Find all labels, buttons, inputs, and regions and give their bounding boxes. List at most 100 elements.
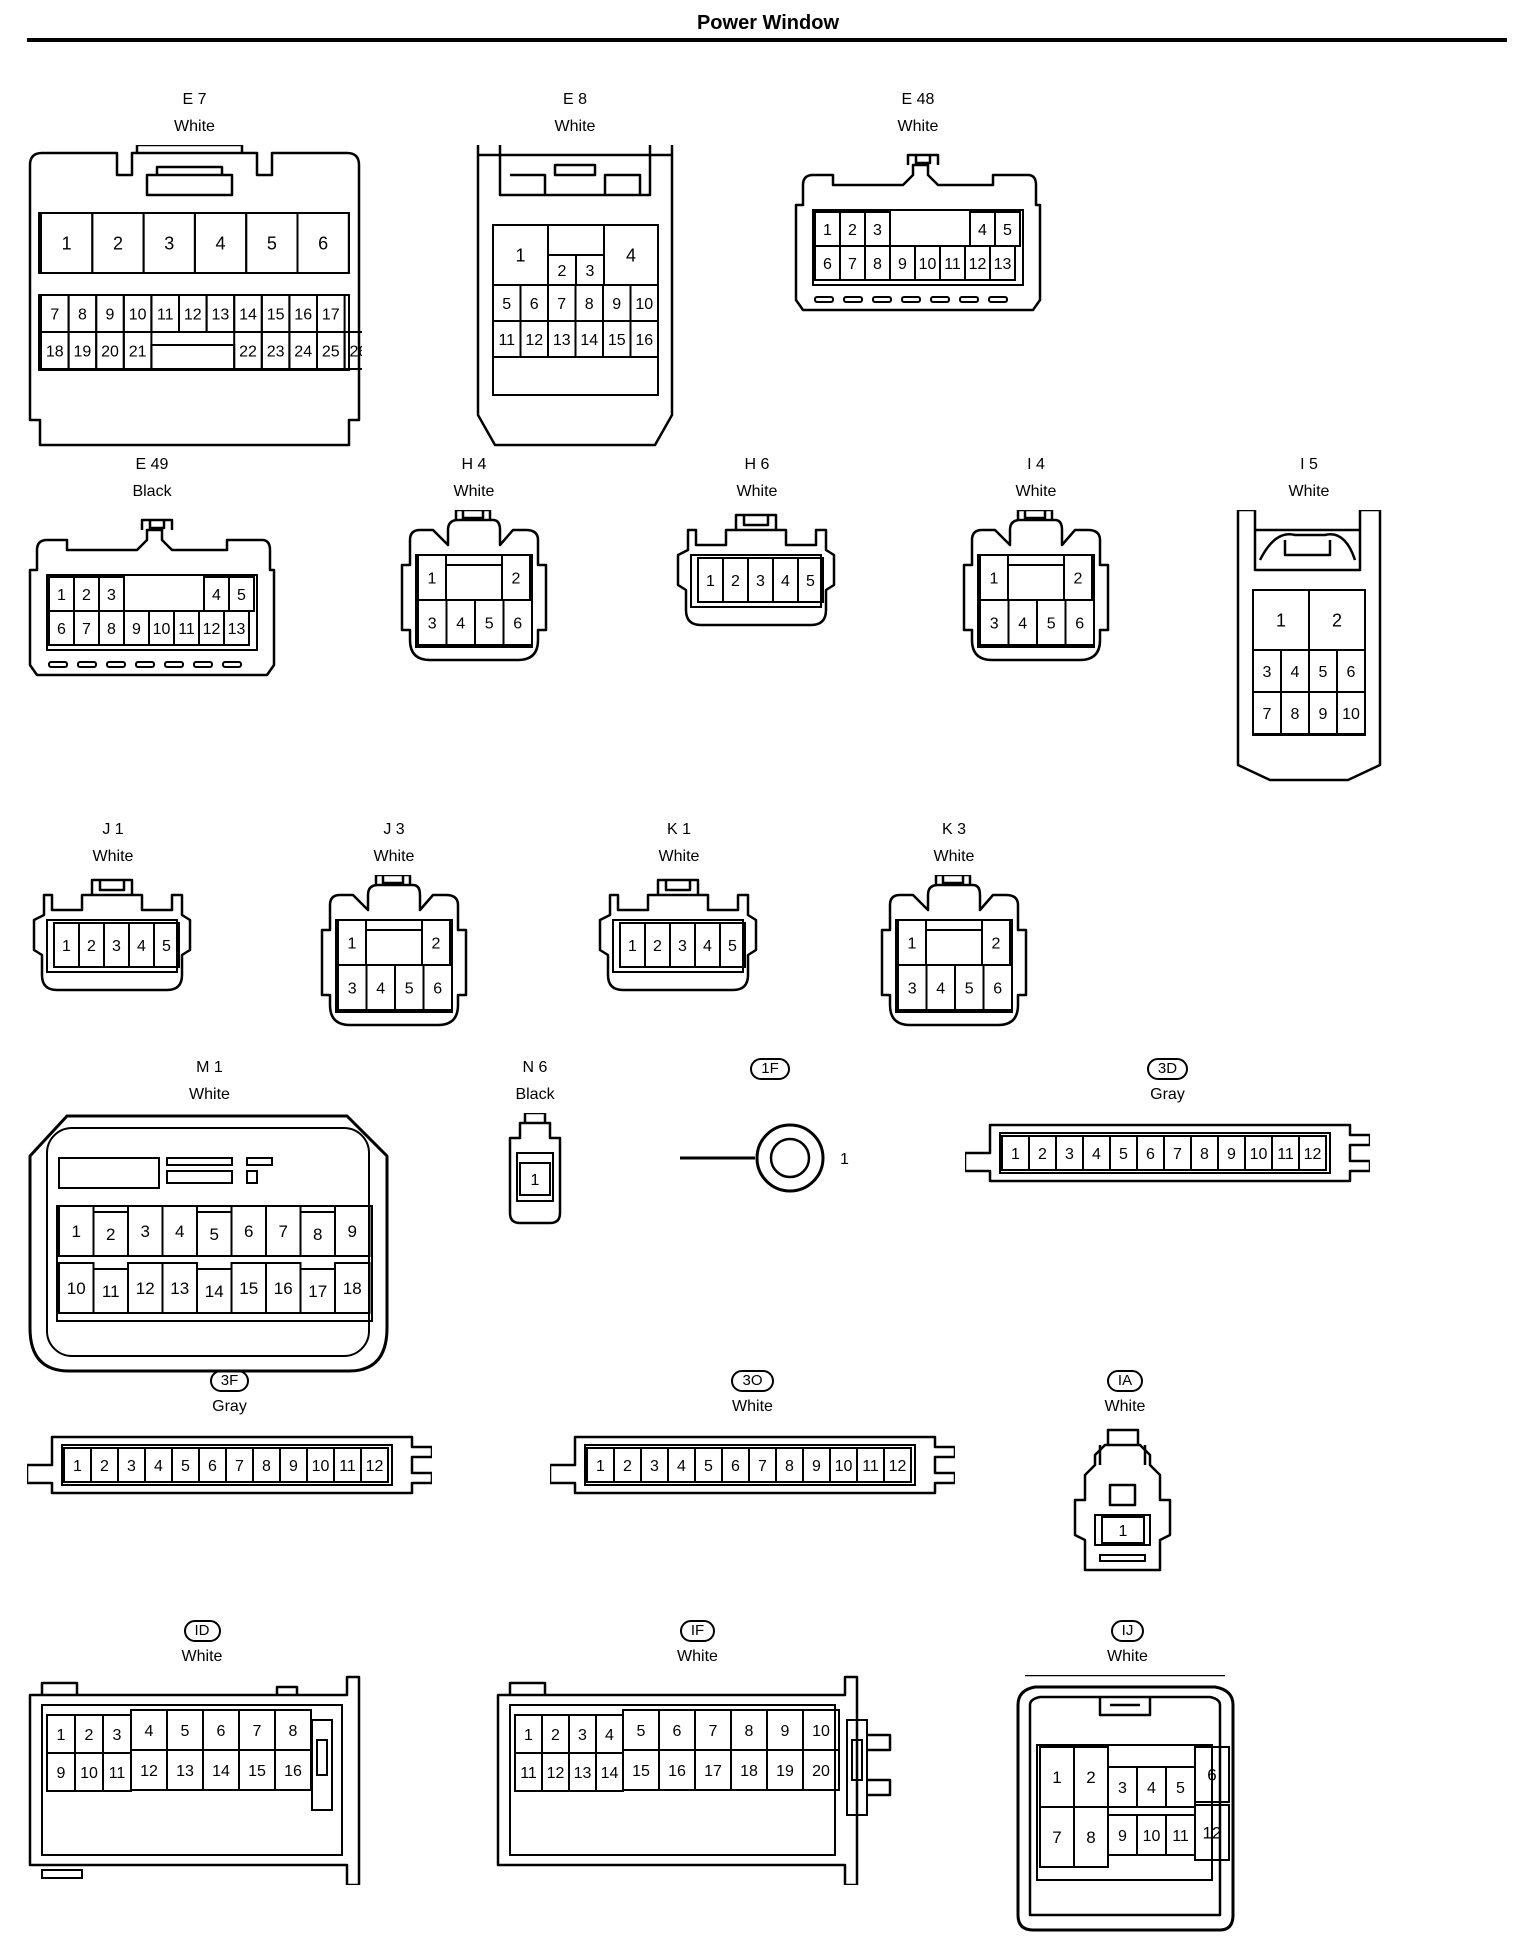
pin-number: 4: [1018, 615, 1027, 632]
pin-number: 4: [978, 222, 987, 239]
pin-cell: 5: [394, 964, 425, 1011]
pin-number: 3: [873, 222, 882, 239]
pin-number: 16: [274, 1279, 293, 1298]
pin-number: 10: [67, 1279, 86, 1298]
connector-code: K 3: [878, 820, 1030, 840]
pin-number: 4: [145, 1723, 154, 1740]
pin-cell: 3: [98, 576, 125, 612]
pin-number: 5: [1047, 615, 1056, 632]
pin-cell: 6: [230, 1205, 267, 1257]
pin-number: 6: [1146, 1146, 1155, 1163]
pin-cell: 7: [1039, 1806, 1075, 1868]
pin-number: 6: [1075, 615, 1084, 632]
pin-cell: 18: [730, 1749, 768, 1791]
pin-number: 6: [731, 1458, 740, 1475]
pin-cell: 5: [245, 212, 299, 274]
pin-number: 17: [308, 1282, 327, 1301]
pin-number: 2: [1332, 610, 1342, 630]
pin-cell: 5: [1308, 649, 1338, 693]
connector-code-text: K 1: [666, 821, 691, 838]
pin-number: 7: [709, 1723, 718, 1740]
pin-cell: 5: [474, 599, 505, 646]
pin-cell: 11: [333, 1447, 362, 1483]
pin-number: 6: [217, 1723, 226, 1740]
pin-cell: 13: [223, 610, 250, 646]
connector-color: White: [174, 118, 215, 135]
pin-number: 2: [432, 935, 441, 952]
pin-number: 7: [50, 306, 59, 323]
pin-number: 9: [57, 1765, 66, 1782]
pin-cell: 12: [519, 320, 549, 358]
connector-code: 1F: [680, 1058, 860, 1080]
pin-cell: 8: [67, 294, 98, 333]
pin-cell: 9: [1217, 1135, 1246, 1171]
pin-number: 1: [1052, 1768, 1061, 1787]
pin-cell: 9: [1107, 1814, 1138, 1856]
pin-number: 6: [318, 233, 328, 253]
pin-number: 11: [1277, 1146, 1294, 1163]
pin-cell: 13: [161, 1262, 198, 1314]
pin-number: 13: [574, 1765, 592, 1782]
pin-number: 2: [1074, 570, 1083, 587]
connector-code-badge: 3D: [1146, 1058, 1189, 1080]
connector-code-text: N 6: [522, 1059, 548, 1076]
pin-number: 12: [889, 1458, 907, 1475]
pin-number: 13: [176, 1763, 194, 1780]
pin-number: 7: [758, 1458, 767, 1475]
connector-color: White: [677, 1648, 718, 1665]
pin-number: 7: [82, 621, 91, 638]
pin-number: 7: [279, 1222, 288, 1241]
connector-code: E 8: [475, 90, 675, 110]
pin-number: 1: [823, 222, 832, 239]
pin-cell: 17: [316, 294, 346, 333]
pin-cell: 6: [202, 1709, 240, 1751]
pin-cell: 12: [198, 610, 225, 646]
pin-cell: 6: [1336, 649, 1366, 693]
pin-number: 6: [530, 296, 539, 313]
pin-cell: 2: [644, 922, 671, 968]
pin-number: 4: [677, 1458, 686, 1475]
pin-cell: 3: [897, 964, 928, 1011]
pin-cell: 22: [233, 331, 263, 370]
pin-cell: 7: [839, 245, 866, 281]
pin-cell: 12: [178, 294, 208, 333]
pin-cell: 5: [954, 964, 985, 1011]
pin-number: 12: [1304, 1146, 1322, 1163]
pin-number: 6: [513, 615, 522, 632]
pin-number: 17: [322, 306, 340, 323]
pin-number: 1: [706, 573, 715, 590]
pin-cell: 5: [228, 576, 255, 612]
pin-cell: 10: [802, 1709, 840, 1751]
pin-cell: 3: [575, 254, 605, 286]
connector-color: White: [92, 848, 134, 865]
pin-number: 2: [848, 222, 857, 239]
pin-number: 5: [237, 587, 246, 604]
pin-number: 15: [239, 1279, 258, 1298]
pin-cell: 1: [814, 211, 841, 247]
pin-cell: 7: [547, 284, 577, 322]
connector-drawing: 1: [680, 1123, 849, 1193]
pin-number: 13: [553, 332, 571, 349]
terminal-number: 1: [840, 1151, 849, 1168]
pin-number: 4: [216, 233, 226, 253]
pin-cell: 10: [629, 284, 659, 322]
pin-cell: 25: [316, 331, 346, 370]
pin-cell: 4: [1007, 599, 1038, 646]
connector-color: White: [1107, 1648, 1148, 1665]
pin-number: 15: [632, 1763, 650, 1780]
pin-number: 6: [433, 980, 442, 997]
connector-code-text: E 8: [562, 91, 587, 108]
pin-number: 9: [106, 306, 115, 323]
pin-number: 5: [502, 296, 511, 313]
pin-number: 9: [1118, 1828, 1127, 1845]
pin-cell: 4: [144, 1447, 173, 1483]
pin-cell: 6: [1064, 599, 1095, 646]
pin-number: 18: [46, 343, 64, 360]
